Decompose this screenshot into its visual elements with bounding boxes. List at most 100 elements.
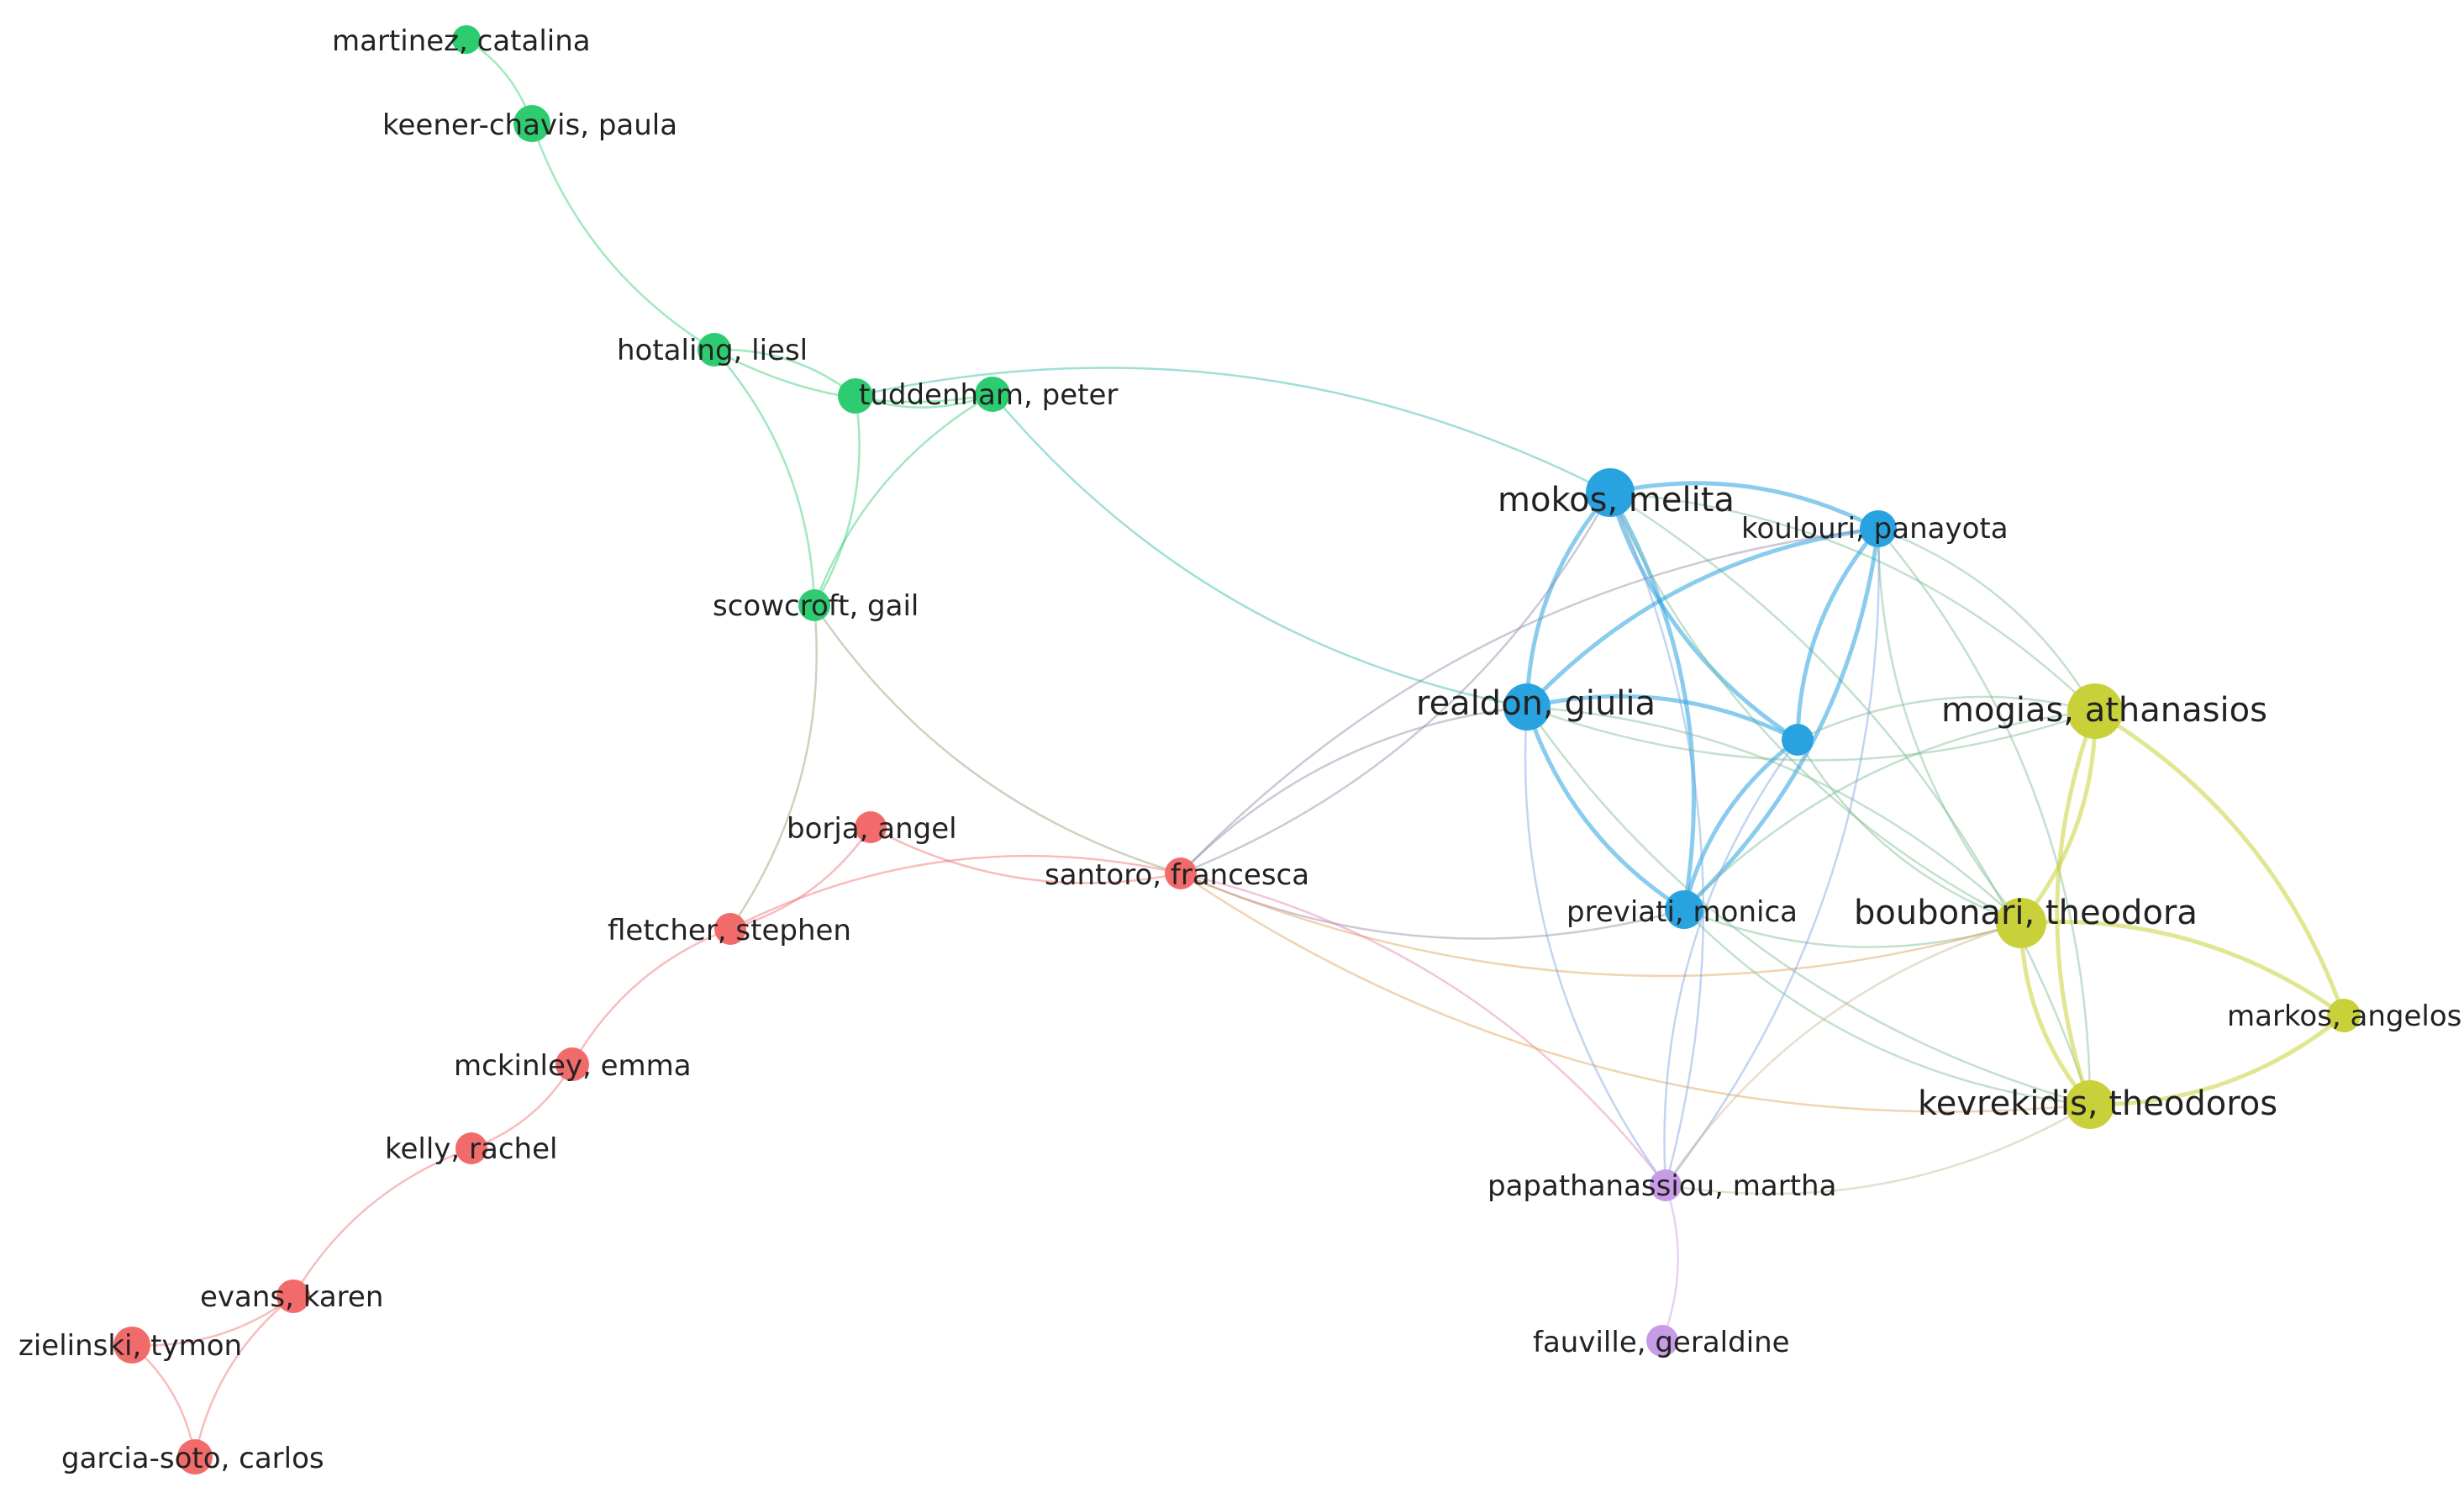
edge-realdon-boubonari: [1525, 705, 2023, 925]
node-green_unlabeled[interactable]: [838, 378, 873, 414]
edge-koulouri-previati: [1682, 526, 1881, 912]
edge-papathanassiou-fauville: [1661, 1184, 1679, 1343]
edge-mogias-markos: [2093, 709, 2346, 1018]
edge-papathanassiou-boubonari: [1664, 921, 2023, 1187]
edge-realdon-kevrekidis: [1525, 705, 2092, 1106]
node-koulouri[interactable]: [1860, 510, 1897, 547]
node-markos[interactable]: [2327, 999, 2361, 1032]
node-label-scowcroft: scowcroft, gail: [713, 589, 919, 623]
edge-mokos-blue_unlabeled: [1608, 490, 1800, 742]
node-label-papathanassiou: papathanassiou, martha: [1487, 1169, 1836, 1203]
node-santoro[interactable]: [1165, 857, 1197, 889]
edge-santoro-koulouri: [1179, 527, 1880, 875]
node-label-keener: keener-chavis, paula: [382, 108, 677, 142]
edge-tuddenham-scowcroft: [813, 393, 994, 607]
edges-layer: [130, 38, 2346, 1459]
edge-koulouri-boubonari: [1877, 527, 2023, 925]
node-borja[interactable]: [855, 811, 887, 843]
edge-kevrekidis-markos: [2088, 1013, 2346, 1107]
edge-scowcroft-fletcher: [729, 604, 818, 931]
node-label-kevrekidis: kevrekidis, theodoros: [1918, 1084, 2277, 1123]
node-label-markos: markos, angelos: [2227, 1000, 2461, 1033]
edge-evans-zielinski: [130, 1295, 295, 1347]
node-hotaling[interactable]: [698, 333, 731, 367]
node-label-hotaling: hotaling, liesl: [617, 334, 808, 367]
edge-papathanassiou-mokos: [1608, 491, 1705, 1187]
node-fauville[interactable]: [1646, 1325, 1678, 1357]
node-label-kelly: kelly, rachel: [385, 1132, 557, 1166]
node-tuddenham[interactable]: [975, 377, 1010, 412]
node-label-koulouri: koulouri, panayota: [1741, 512, 2009, 546]
edge-previati-blue_unlabeled: [1682, 737, 1800, 912]
node-realdon[interactable]: [1503, 683, 1551, 731]
node-garcia[interactable]: [177, 1439, 213, 1475]
node-kelly[interactable]: [455, 1132, 487, 1164]
edge-santoro-kevrekidis: [1179, 872, 2092, 1113]
node-label-evans: evans, karen: [200, 1280, 383, 1314]
edge-borja-fletcher: [729, 826, 872, 931]
node-label-fauville: fauville, geraldine: [1533, 1326, 1790, 1359]
edge-papathanassiou-realdon: [1524, 705, 1667, 1187]
edge-previati-mogias: [1682, 710, 2097, 911]
node-label-borja: borja, angel: [787, 812, 957, 846]
edge-papathanassiou-kevrekidis: [1664, 1103, 2092, 1195]
edge-fletcher-mckinley: [571, 927, 732, 1066]
edge-santoro-boubonari: [1179, 872, 2023, 978]
node-scowcroft[interactable]: [798, 589, 830, 621]
edge-previati-boubonari: [1682, 908, 2023, 948]
node-label-previati: previati, monica: [1566, 895, 1798, 929]
node-mckinley[interactable]: [555, 1047, 589, 1081]
edge-mokos-realdon: [1524, 490, 1613, 710]
node-papathanassiou[interactable]: [1650, 1169, 1682, 1201]
edge-mogias-kevrekidis: [2055, 709, 2098, 1107]
edge-fletcher-santoro: [729, 854, 1182, 931]
edge-boubonari-kevrekidis: [2019, 921, 2093, 1107]
node-boubonari[interactable]: [1996, 898, 2046, 948]
node-label-tuddenham: tuddenham, peter: [859, 378, 1118, 412]
node-mokos[interactable]: [1586, 468, 1635, 517]
node-label-mokos: mokos, melita: [1498, 481, 1735, 520]
node-label-santoro: santoro, francesca: [1045, 858, 1309, 892]
node-label-zielinski: zielinski, tymon: [18, 1329, 242, 1363]
edge-hotaling-green_unlabeled: [713, 348, 857, 398]
node-label-fletcher: fletcher, stephen: [608, 914, 851, 947]
node-zielinski[interactable]: [113, 1327, 150, 1364]
edge-scowcroft-santoro: [813, 604, 1182, 875]
edge-koulouri-mogias: [1877, 527, 2097, 713]
node-label-mogias: mogias, athanasios: [1941, 691, 2267, 730]
node-mogias[interactable]: [2067, 683, 2123, 739]
node-label-boubonari: boubonari, theodora: [1854, 894, 2198, 932]
edge-kelly-evans: [292, 1147, 473, 1298]
edge-boubonari-markos: [2019, 920, 2346, 1018]
edge-realdon-previati: [1524, 704, 1687, 912]
edge-mokos-previati: [1608, 490, 1696, 912]
edge-santoro-previati: [1179, 872, 1686, 940]
edge-green_unlabeled-mokos: [854, 367, 1612, 494]
node-blue_unlabeled[interactable]: [1782, 724, 1814, 756]
edge-previati-kevrekidis: [1682, 908, 2092, 1106]
node-fletcher[interactable]: [714, 913, 746, 945]
edge-realdon-mogias: [1525, 705, 2097, 762]
node-evans[interactable]: [276, 1279, 310, 1313]
edge-mogias-boubonari: [2019, 709, 2098, 926]
node-kevrekidis[interactable]: [2066, 1080, 2114, 1129]
edge-koulouri-kevrekidis: [1877, 527, 2092, 1106]
node-keener[interactable]: [513, 105, 550, 142]
nodes-layer: [113, 25, 2361, 1475]
edge-mokos-boubonari: [1608, 491, 2023, 925]
edge-tuddenham-realdon: [991, 393, 1529, 709]
node-martinez[interactable]: [452, 25, 481, 54]
edge-koulouri-realdon: [1524, 526, 1881, 710]
edge-papathanassiou-koulouri: [1664, 527, 1880, 1187]
edge-hotaling-scowcroft: [713, 348, 816, 607]
edge-blue_unlabeled-boubonari: [1796, 738, 2023, 925]
node-label-mckinley: mckinley, emma: [454, 1049, 692, 1083]
node-label-garcia: garcia-soto, carlos: [61, 1442, 324, 1475]
edge-mokos-kevrekidis: [1608, 491, 2092, 1106]
edge-santoro-papathanassiou: [1179, 872, 1667, 1187]
edge-borja-santoro: [869, 826, 1182, 884]
edge-koulouri-blue_unlabeled: [1795, 526, 1881, 742]
node-previati[interactable]: [1665, 890, 1703, 929]
